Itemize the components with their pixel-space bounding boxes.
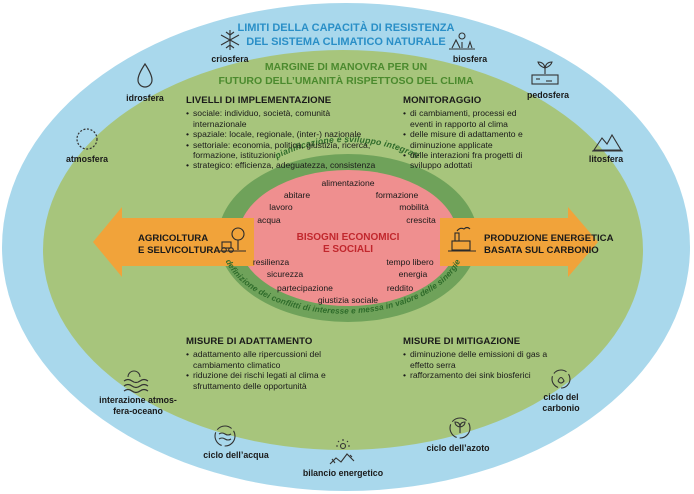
left-arrow <box>93 207 254 277</box>
outer-title-line-2: DEL SISTEMA CLIMATICO NATURALE <box>246 36 445 48</box>
biosphere-icon <box>449 32 475 50</box>
monitoring-block: MONITORAGGIO di cambiamenti, processi ed… <box>403 95 527 171</box>
core-ellipse <box>238 170 458 306</box>
monitoring-title: MONITORAGGIO <box>403 95 482 106</box>
list-item: di cambiamenti, processi ed eventi in ra… <box>403 108 527 129</box>
sphere-label-bilancio: bilancio energetico <box>303 468 384 478</box>
sphere-label-pedosfera: pedosfera <box>527 90 569 100</box>
need-11: partecipazione <box>277 283 333 293</box>
waves-sun-icon <box>123 370 149 394</box>
sphere-label-criosfera: criosfera <box>211 54 248 64</box>
need-0: alimentazione <box>321 178 374 188</box>
list-item: delle interazioni fra progetti di svilup… <box>403 150 527 171</box>
left-arrow-label-2: E SELVICOLTURA <box>138 245 220 256</box>
need-9: sicurezza <box>267 269 304 279</box>
energy-balance-icon <box>329 439 355 465</box>
need-6: crescita <box>406 215 436 225</box>
need-10: energia <box>399 269 428 279</box>
inner-title-line-1: MARGINE DI MANOVRA PER UN <box>265 61 427 73</box>
left-arrow-label-1: AGRICOLTURA <box>138 233 208 244</box>
needs-group: alimentazione abitare formazione lavoro mobi… <box>253 178 436 305</box>
adaptation-title: MISURE DI ADATTAMENTO <box>186 336 313 347</box>
list-item: adattamento alle ripercussioni del cambi… <box>186 349 336 370</box>
sphere-label-biosfera: biosfera <box>453 54 487 64</box>
need-7: resilienza <box>253 257 290 267</box>
water-cycle-icon <box>214 425 236 447</box>
list-item: settoriale: economia, politica, giustizi… <box>186 140 382 161</box>
inner-title-line-2: FUTURO DELL’UMANITÀ RISPETTOSO DEL CLIMA <box>218 74 474 87</box>
list-item: diminuzione delle emissioni di gas a eff… <box>403 349 553 370</box>
mitigation-list: diminuzione delle emissioni di gas a eff… <box>403 349 553 381</box>
sphere-label-litosfera: litosfera <box>589 154 623 164</box>
soil-sprout-icon <box>531 61 559 85</box>
right-arrow-label-1: PRODUZIONE ENERGETICA <box>484 233 614 244</box>
implementation-levels-title: LIVELLI DI IMPLEMENTAZIONE <box>186 95 332 106</box>
right-arrow-label-2: BASATA SUL CARBONIO <box>484 245 599 256</box>
atmosphere-circle-icon <box>76 128 98 150</box>
water-drop-icon <box>137 62 153 88</box>
power-plant-icon <box>448 226 476 252</box>
sphere-label-atmosfera: atmosfera <box>66 154 108 164</box>
need-12: reddito <box>387 283 413 293</box>
list-item: spaziale: locale, regionale, (inter-) na… <box>186 129 382 140</box>
core-title-line-2: E SOCIALI <box>323 244 373 255</box>
list-item: riduzione dei rischi legati al clima e s… <box>186 370 336 391</box>
need-5: acqua <box>257 215 281 225</box>
list-item: delle misure di adattamento e diminuzion… <box>403 129 527 150</box>
sphere-label-idrosfera: idrosfera <box>126 93 164 103</box>
sphere-label-carbonio-1: ciclo del <box>543 392 578 402</box>
implementation-levels-block: LIVELLI DI IMPLEMENTAZIONE sociale: indi… <box>186 95 382 171</box>
need-1: abitare <box>284 190 310 200</box>
need-8: tempo libero <box>386 257 434 267</box>
monitoring-list: di cambiamenti, processi ed eventi in ra… <box>403 108 527 170</box>
sphere-label-carbonio-2: carbonio <box>542 403 580 413</box>
sphere-label-azoto: ciclo dell’azoto <box>426 443 490 453</box>
mitigation-title: MISURE DI MITIGAZIONE <box>403 336 521 347</box>
sphere-label-interazione-1: interazione atmos- <box>99 395 177 405</box>
list-item: sociale: individuo, società, comunità in… <box>186 108 382 129</box>
outer-title-line-1: LIMITI DELLA CAPACITÀ DI RESISTENZA <box>238 21 455 34</box>
mitigation-block: MISURE DI MITIGAZIONE diminuzione delle … <box>403 336 553 381</box>
mountain-icon <box>592 133 623 152</box>
tree-tractor-icon <box>217 227 246 253</box>
right-arrow <box>440 207 598 277</box>
need-13: giustizia sociale <box>318 295 378 305</box>
list-item: rafforzamento dei sink biosferici <box>403 370 553 381</box>
need-3: lavoro <box>269 202 293 212</box>
snowflake-icon <box>220 30 240 50</box>
adaptation-block: MISURE DI ADATTAMENTO adattamento alle r… <box>186 336 336 391</box>
need-4: mobilità <box>399 202 429 212</box>
need-2: formazione <box>376 190 419 200</box>
core-title-line-1: BISOGNI ECONOMICI <box>297 232 400 243</box>
list-item: strategico: efficienza, adeguatezza, con… <box>186 160 382 171</box>
nitrogen-cycle-icon <box>449 417 471 439</box>
adaptation-list: adattamento alle ripercussioni del cambi… <box>186 349 336 391</box>
sphere-label-interazione-2: fera-oceano <box>113 406 163 416</box>
sphere-label-acqua: ciclo dell’acqua <box>203 450 269 460</box>
implementation-levels-list: sociale: individuo, società, comunità in… <box>186 108 382 171</box>
